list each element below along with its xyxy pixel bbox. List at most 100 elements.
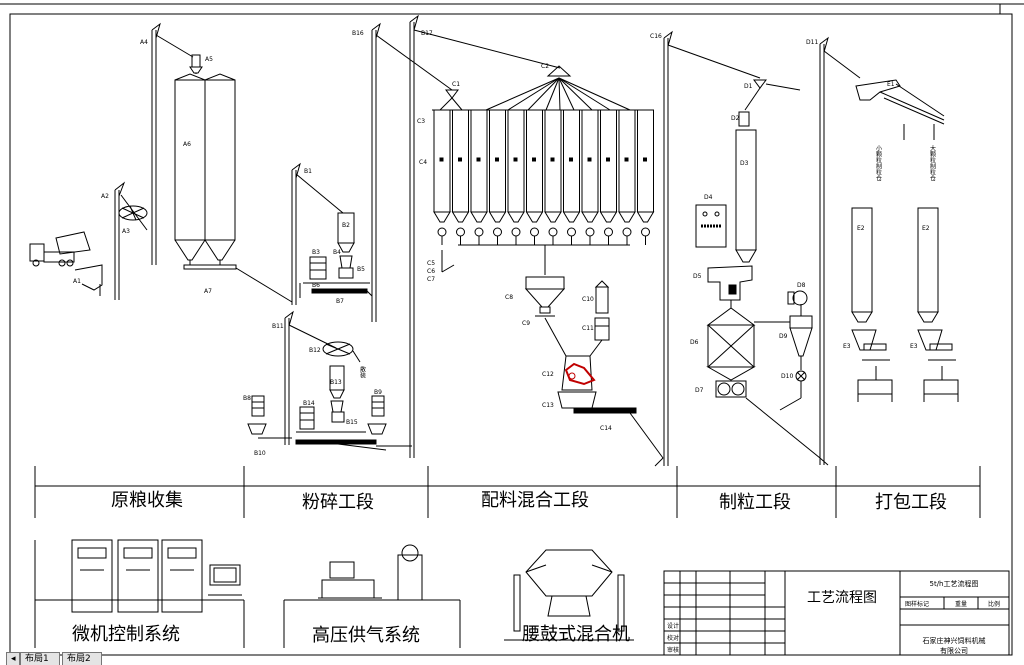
level-sensor <box>532 157 536 162</box>
equipment-label: B3 <box>312 249 320 256</box>
feeder-screw <box>548 227 558 237</box>
section-label-packing: 打包工段 <box>875 492 947 513</box>
feeder-screw <box>493 227 502 237</box>
equipment-label: C5 <box>427 260 435 267</box>
company-line-2: 有限公司 <box>940 646 968 655</box>
equipment-label: C6 <box>427 268 435 275</box>
bin-e2-right <box>917 207 939 323</box>
additive-c11 <box>594 317 610 341</box>
equipment-label: C3 <box>417 118 425 125</box>
feeder-screw <box>604 227 613 237</box>
level-sensor <box>587 157 592 162</box>
equipment-label: E2 <box>857 225 865 232</box>
equipment-label: A1 <box>73 278 81 285</box>
distributor-c2 <box>485 65 631 111</box>
equipment-label: D3 <box>740 160 749 167</box>
equipment-label: C4 <box>419 159 427 166</box>
feeder-screw <box>456 227 465 237</box>
equipment-label: B10 <box>254 450 266 457</box>
equipment-label: B12 <box>309 347 321 354</box>
equipment-label: B15 <box>346 419 358 426</box>
valve-d10 <box>779 370 807 411</box>
feeder-screw <box>530 227 539 237</box>
drawing-frame <box>9 13 1013 656</box>
bin-hopper <box>433 211 451 223</box>
bin-hopper <box>525 211 544 223</box>
bin-d3 <box>735 129 757 263</box>
section-label-pelleting: 制粒工段 <box>719 492 791 513</box>
bin-hopper <box>562 211 581 223</box>
drawing-title: 5t/h工艺流程图 <box>930 579 979 588</box>
distributor-d1 <box>744 79 801 111</box>
section-divider <box>34 466 981 518</box>
equipment-label: C7 <box>427 276 435 283</box>
crumbler-d7 <box>715 380 747 398</box>
equipment-label: C12 <box>542 371 554 378</box>
additive-c10 <box>594 280 610 314</box>
equipment-label: A2 <box>101 193 109 200</box>
bin-hopper <box>636 211 655 223</box>
equipment-label: D9 <box>779 333 788 340</box>
feeder-screw <box>437 227 447 237</box>
equipment-label: E3 <box>843 343 851 350</box>
equipment-label: B2 <box>342 222 350 229</box>
drawing-name: 工艺流程图 <box>807 590 877 606</box>
equipment-label: D1 <box>744 83 753 90</box>
annotation-small-pellet: 小颗粒制粒仓 <box>875 144 882 181</box>
bin-hopper <box>544 211 562 223</box>
label-drum-mixer: 腰鼓式混合机 <box>522 624 630 645</box>
equipment-label: B14 <box>303 400 315 407</box>
packer-e3-left <box>851 329 893 402</box>
equipment-label: E2 <box>922 225 930 232</box>
bin-hopper <box>488 211 507 223</box>
cooler-d6 <box>706 300 756 381</box>
equipment-label: A6 <box>183 141 191 148</box>
equipment-label: D8 <box>797 282 806 289</box>
equipment-label: E3 <box>910 343 918 350</box>
air-compressor <box>318 544 423 601</box>
annotation-big-pellet: 大颗粒制粒仓 <box>929 144 936 181</box>
equipment-label: B1 <box>304 168 312 175</box>
packer-e3-right <box>917 329 959 402</box>
equipment-label: C16 <box>650 33 662 40</box>
sign-design: 设计 <box>667 622 679 630</box>
level-sensor <box>550 157 555 162</box>
sign-check: 校对 <box>667 634 679 642</box>
elevator-a2 <box>114 181 148 300</box>
elevator-a4 <box>151 22 194 265</box>
elevator-b1 <box>291 162 344 305</box>
control-cabinet-d4 <box>695 204 727 248</box>
buffer-c13 <box>557 391 597 409</box>
elevator-b17 <box>409 14 561 458</box>
hammer-mill-b3-b5 <box>299 255 370 298</box>
bin-e2-left <box>851 207 873 323</box>
equipment-label: B16 <box>352 30 364 37</box>
conveyor-a7 <box>183 260 293 303</box>
level-sensor <box>606 157 610 162</box>
drum-mixer <box>504 549 634 641</box>
elevator-d11 <box>819 36 861 466</box>
bin-hopper <box>451 211 470 223</box>
section-label-raw-grain: 原粮收集 <box>111 490 183 511</box>
feeder-screw <box>474 227 484 237</box>
feeder-screw <box>622 227 632 237</box>
title-block <box>663 570 1010 656</box>
section-label-grinding: 粉碎工段 <box>302 492 374 513</box>
level-sensor <box>458 157 462 162</box>
distributor-a5 <box>189 54 203 74</box>
level-sensor <box>476 157 481 162</box>
computer <box>208 564 242 596</box>
level-sensor <box>569 157 573 162</box>
tab-scroll-left[interactable]: ◂ <box>6 652 20 665</box>
fan-d8 <box>787 290 808 306</box>
tab-layout-2[interactable]: 布局2 <box>62 652 102 665</box>
bottom-separators <box>34 540 461 648</box>
equipment-label: C13 <box>542 402 554 409</box>
label-air-supply: 高压供气系统 <box>312 625 420 646</box>
bin-hopper <box>470 211 488 223</box>
equipment-label: B8 <box>243 395 251 402</box>
elevator-c16 <box>654 30 761 467</box>
equipment-label: A4 <box>140 39 148 46</box>
tab-layout-1[interactable]: 布局1 <box>20 652 60 665</box>
